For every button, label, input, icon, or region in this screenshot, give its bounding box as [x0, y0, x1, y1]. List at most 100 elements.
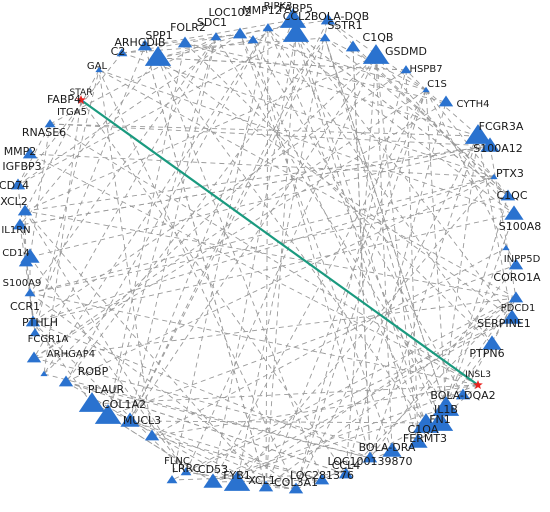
- node-triangle-hspb7: [400, 65, 412, 74]
- edge: [80, 99, 347, 475]
- node-triangle-fermt3: [408, 433, 428, 448]
- edge: [49, 123, 479, 137]
- node-label: FERMT3: [403, 432, 447, 445]
- edge: [236, 176, 495, 484]
- node-label: PTHLH: [22, 316, 58, 329]
- edge: [239, 33, 427, 426]
- node-label: FN1: [429, 413, 451, 426]
- edge: [265, 33, 297, 488]
- edge: [129, 19, 329, 422]
- node-label: IGFBP3: [2, 160, 41, 173]
- edge: [49, 123, 479, 386]
- edge: [24, 210, 187, 473]
- node-triangle-cd74: [12, 218, 28, 230]
- edge: [43, 373, 371, 459]
- edge: [29, 195, 509, 294]
- node-triangle-arhgap4: [58, 375, 74, 387]
- edge: [352, 46, 371, 459]
- node-triangle-fcgr3a: [464, 124, 492, 144]
- edge: [19, 224, 36, 334]
- highlight-edge-layer: [80, 99, 479, 386]
- edge: [265, 297, 517, 488]
- node-label: MMP12: [242, 4, 282, 17]
- node-label: PDCD1: [501, 303, 536, 314]
- node-triangle-ptpn6: [482, 335, 502, 350]
- edge: [184, 42, 479, 137]
- node-label: ITGA5: [57, 107, 87, 118]
- node-triangle-fabp5: [282, 22, 310, 42]
- edge: [212, 33, 297, 483]
- edge: [405, 69, 427, 91]
- edge: [19, 145, 491, 226]
- node-label: FCGR3A: [479, 120, 524, 133]
- edge: [17, 52, 123, 186]
- node-label: BOLA-DRA: [359, 441, 416, 454]
- node-label: PLAUR: [88, 383, 125, 396]
- node-triangle-xcl2: [20, 248, 40, 263]
- edge: [107, 264, 517, 417]
- node-triangle-sstr1: [319, 33, 331, 42]
- node-label: LRRC: [172, 462, 201, 475]
- edge: [129, 36, 217, 422]
- node-triangle-flnc: [166, 475, 178, 484]
- node-triangle-fyb1: [223, 471, 251, 491]
- edge: [151, 247, 507, 437]
- node-label: INSL3: [465, 370, 491, 380]
- node-triangle-igfbp3: [17, 204, 33, 216]
- node-label: C2: [111, 45, 126, 58]
- node-label: CCR1: [10, 300, 40, 313]
- edge: [327, 19, 427, 91]
- node-triangle-ptx3: [490, 173, 498, 180]
- node-triangle-pdcd1: [508, 291, 524, 303]
- node-triangle-s100a9: [25, 315, 41, 327]
- edge: [445, 213, 515, 409]
- node-label: GSDMD: [385, 45, 427, 58]
- edge: [185, 55, 377, 473]
- node-label: PTX3: [496, 167, 524, 180]
- edge: [24, 210, 517, 299]
- node-label: LOC102: [208, 6, 251, 19]
- edge: [33, 36, 217, 359]
- edge: [24, 210, 267, 488]
- node-triangle-cd14: [24, 288, 36, 297]
- node-label: S100A8: [499, 220, 542, 233]
- edge: [239, 33, 393, 452]
- edge: [345, 55, 377, 475]
- node-triangle-c1qa: [412, 413, 440, 433]
- node-triangle-ccr1: [29, 328, 41, 337]
- node-triangle-gal: [95, 66, 103, 73]
- node-label: CCL4: [332, 459, 361, 472]
- node-layer: [10, 8, 524, 494]
- edge: [24, 145, 491, 212]
- node-label: IL1RN: [1, 225, 30, 236]
- node-triangle-bola-dqb: [320, 13, 336, 25]
- edge: [24, 55, 377, 212]
- node-label: FCGR1A: [28, 334, 69, 345]
- edge: [151, 435, 323, 481]
- node-label: FYB1: [223, 469, 251, 482]
- edge: [295, 89, 427, 490]
- edge: [144, 19, 294, 47]
- edge: [65, 381, 371, 459]
- edge: [439, 135, 479, 424]
- node-triangle-loc102: [232, 27, 248, 39]
- node-label: BOLA-DQB: [311, 10, 369, 23]
- node-label: GAL: [87, 61, 108, 72]
- node-label: FOLR2: [170, 21, 206, 34]
- edge: [157, 57, 427, 426]
- node-label: FLNC: [164, 456, 190, 467]
- node-star-star: [76, 95, 86, 104]
- edge: [212, 407, 447, 483]
- node-label: LOC281376: [290, 469, 354, 482]
- node-label: SDC1: [197, 16, 227, 29]
- node-triangle-lrrc: [180, 467, 192, 476]
- edge: [129, 420, 267, 488]
- node-star-insl3: [473, 380, 483, 389]
- edge: [17, 33, 297, 186]
- edge: [252, 39, 464, 396]
- node-triangle-pthlh: [26, 351, 42, 363]
- node-triangle-loc100139870: [362, 451, 378, 463]
- node-label: CD74: [0, 179, 29, 192]
- node-triangle-ccl2: [279, 8, 307, 28]
- edge: [129, 420, 441, 424]
